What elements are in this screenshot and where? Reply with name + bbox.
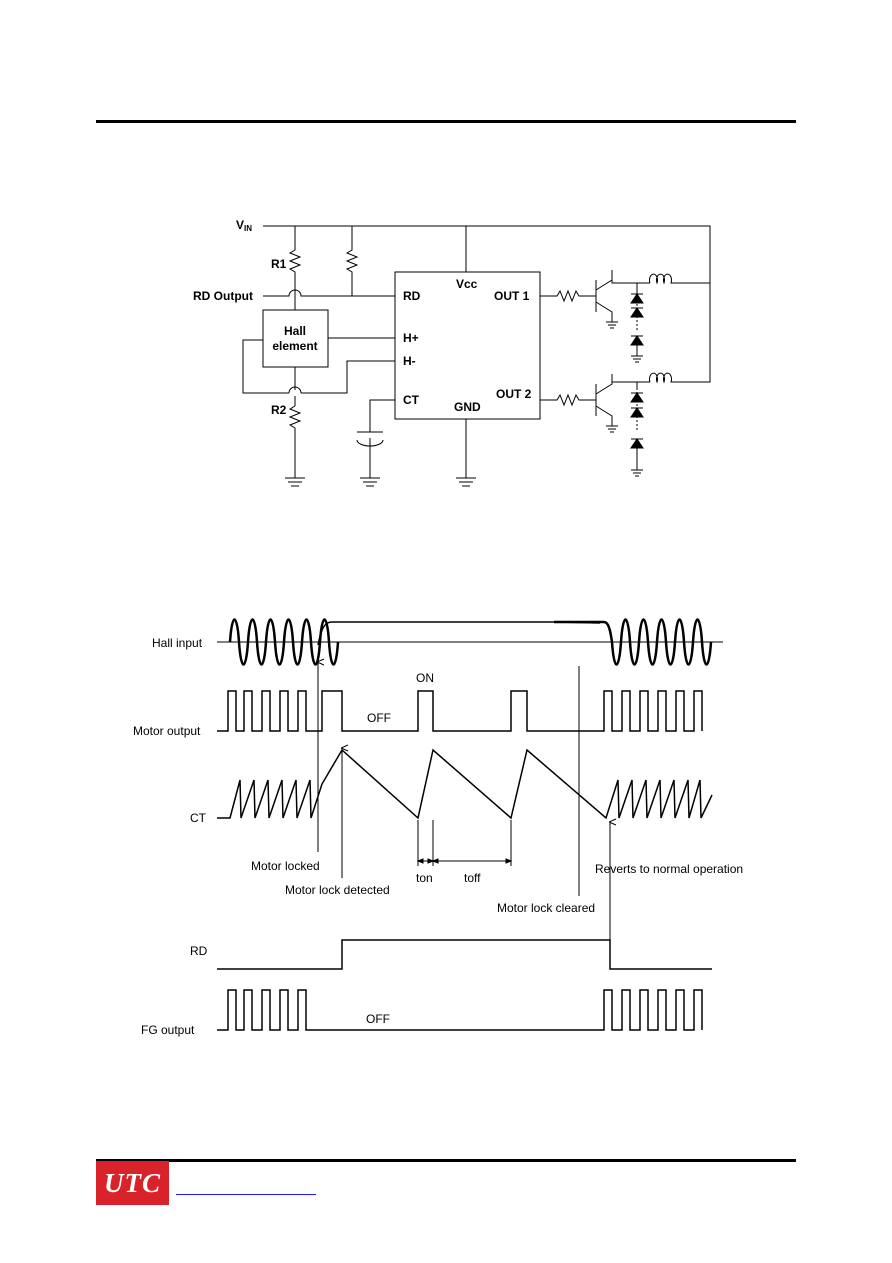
signal-motor-output: Motor output: [133, 724, 201, 738]
annotation-off-motor: OFF: [367, 711, 391, 725]
signal-rd: RD: [190, 944, 208, 958]
signal-ct: CT: [190, 811, 207, 825]
footer-rule: [96, 1159, 796, 1162]
label-vin: VIN: [236, 218, 252, 233]
annotation-ton: ton: [416, 871, 433, 885]
ct-wave: [217, 748, 713, 820]
out1-wire: [540, 289, 596, 303]
label-hall-1: Hall: [284, 324, 306, 338]
rd-pullup-resistor: [345, 226, 359, 296]
pin-out1: OUT 1: [494, 289, 530, 303]
label-r2: R2: [271, 403, 287, 417]
zener-diodes: [630, 293, 644, 449]
hall-input-flat: [317, 621, 601, 646]
signal-fg-output: FG output: [141, 1023, 195, 1037]
r1-resistor: [288, 226, 302, 288]
ic-box: [394, 271, 541, 420]
pin-hplus: H+: [403, 331, 419, 345]
rd-output-wire: [263, 289, 395, 297]
motor-output-wave: [217, 690, 703, 732]
annotation-lock-cleared: Motor lock cleared: [497, 901, 595, 915]
website-link[interactable]: [176, 1194, 316, 1195]
hminus-wire: [301, 360, 395, 394]
annotation-reverts: Reverts to normal operation: [595, 862, 743, 876]
pin-ct: CT: [403, 393, 420, 407]
label-hall-2: element: [272, 339, 317, 353]
pin-vcc: Vcc: [456, 277, 478, 291]
annotation-off-fg: OFF: [366, 1012, 390, 1026]
hall-input-wave-right: [610, 618, 713, 666]
annotation-lock-detected: Motor lock detected: [285, 883, 390, 897]
fg-output-wave: [217, 989, 703, 1031]
vin-rail: [263, 225, 711, 383]
pin-rd: RD: [403, 289, 421, 303]
ton-dimension: [417, 820, 512, 866]
hall-input-wave-left: [228, 618, 340, 666]
pin-hminus: H-: [403, 354, 416, 368]
ct-capacitor: [356, 399, 395, 478]
pin-gnd: GND: [454, 400, 481, 414]
r2-resistor: [288, 405, 302, 478]
annotation-toff: toff: [464, 871, 481, 885]
signal-hall-input: Hall input: [152, 636, 203, 650]
annotation-on: ON: [416, 671, 434, 685]
ground-symbol: [285, 477, 305, 487]
header-rule: [96, 120, 796, 123]
label-r1: R1: [271, 257, 287, 271]
label-rd-output: RD Output: [193, 289, 253, 303]
out2-wire: [540, 393, 596, 407]
utc-logo: UTC: [96, 1161, 169, 1205]
rd-wave: [217, 939, 712, 970]
coil-2: [649, 372, 675, 384]
coil-1: [649, 273, 675, 285]
timing-diagram: [217, 618, 723, 1031]
circuit-diagram: [242, 225, 711, 487]
annotation-motor-locked: Motor locked: [251, 859, 320, 873]
pin-out2: OUT 2: [496, 387, 532, 401]
